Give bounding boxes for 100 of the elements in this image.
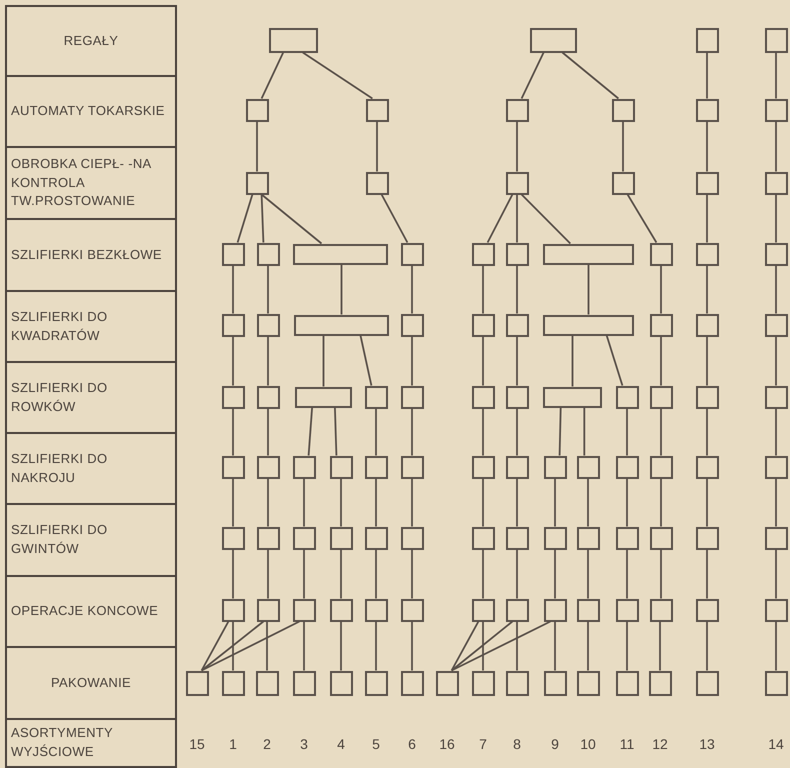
process-box [650,526,672,550]
connector-line [260,52,284,99]
connector-line [451,620,551,672]
connector-line [516,336,518,386]
connector-line [554,622,556,670]
column-number: 6 [407,736,417,752]
process-box [506,670,528,696]
process-box [400,670,424,696]
connector-line [267,336,269,386]
connector-line [267,550,269,598]
process-box [472,456,494,478]
process-box [506,242,528,266]
process-box [222,314,244,336]
process-box [650,386,672,408]
connector-line [516,194,518,242]
connector-line [587,478,589,526]
process-box [696,98,718,122]
process-box [544,526,566,550]
connector-line [302,52,373,100]
process-box [543,386,602,408]
process-box [472,314,494,336]
connector-line [516,408,518,456]
connector-line [626,478,628,526]
process-box [696,314,718,336]
connector-line [482,478,484,526]
connector-line [411,266,413,314]
connector-line [340,622,342,670]
column-number: 3 [299,736,309,752]
process-box [222,242,244,266]
process-box [222,598,244,622]
process-box [506,314,528,336]
connector-line [516,122,518,172]
process-box [364,526,388,550]
row-label-cell: OPERACJE KONCOWE [5,575,177,648]
process-box [696,172,718,194]
connector-line [201,620,300,672]
connector-line [775,478,777,526]
column-number: 10 [579,736,597,752]
connector-line [659,622,661,670]
row-label-cell: REGAŁY [5,5,177,77]
process-box [506,526,528,550]
connector-line [626,622,628,670]
process-box [186,670,208,696]
connector-line [376,122,378,172]
connector-line [775,408,777,456]
process-box [366,172,388,194]
connector-line [706,122,708,172]
column-number: 1 [228,736,238,752]
connector-line [520,52,544,99]
connector-line [267,478,269,526]
process-box [256,526,280,550]
process-box [222,386,244,408]
connector-line [516,550,518,598]
row-label-cell: SZLIFIERKI DO KWADRATÓW [5,290,177,363]
process-box [256,456,280,478]
connector-line [482,550,484,598]
connector-line [626,408,628,456]
process-box [472,526,494,550]
process-box [576,670,600,696]
process-box [364,598,388,622]
process-box [576,456,600,478]
connector-line [256,122,258,172]
process-box [506,98,528,122]
connector-line [572,336,574,386]
connector-line [622,122,624,172]
column-number: 15 [188,736,206,752]
connector-line [587,622,589,670]
connector-line [375,408,377,456]
connector-line [588,264,590,314]
connector-line [201,620,264,672]
process-box [506,456,528,478]
process-box [330,456,352,478]
process-box [400,526,424,550]
process-box [222,456,244,478]
connector-line [266,622,268,670]
connector-line [375,622,377,670]
row-label-cell: SZLIFIERKI DO NAKROJU [5,432,177,505]
connector-line [775,336,777,386]
process-box [222,670,244,696]
connector-line [340,478,342,526]
connector-line [706,194,708,242]
process-box [436,670,458,696]
column-number: 14 [767,736,785,752]
connector-line [554,550,556,598]
connector-line [340,550,342,598]
row-label-cell: SZLIFIERKI DO GWINTÓW [5,503,177,577]
connector-line [303,478,305,526]
connector-line [775,266,777,314]
process-box [292,456,316,478]
connector-line [375,478,377,526]
process-box [256,386,280,408]
process-box [506,172,528,194]
process-box [543,314,634,336]
process-box [506,386,528,408]
connector-line [200,621,230,671]
process-box [696,670,718,696]
row-label-cell: OBROBKA CIEPŁ- -NA KONTROLA TW.PROSTOWANIE [5,146,177,220]
connector-line [706,266,708,314]
process-box [472,242,494,266]
connector-line [516,622,518,670]
